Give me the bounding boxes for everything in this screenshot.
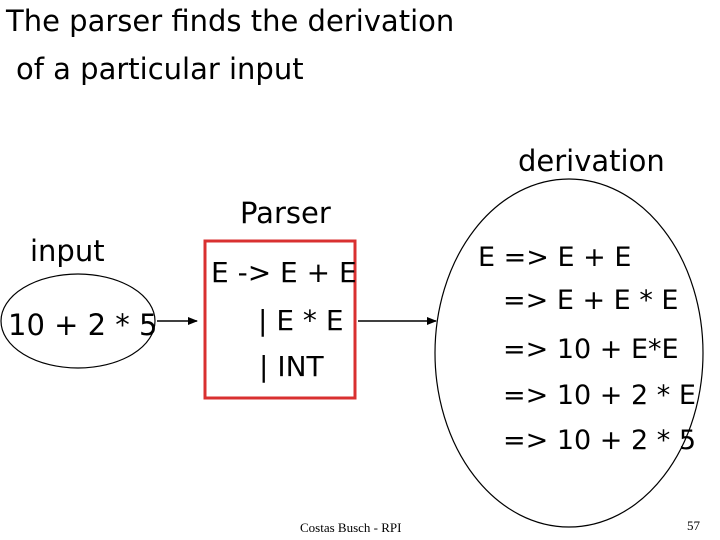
derivation-step-2: => E + E * E: [503, 285, 679, 316]
page-number: 57: [687, 518, 700, 533]
derivation-step-5: => 10 + 2 * 5: [503, 425, 696, 456]
derivation-step-1: E => E + E: [478, 242, 632, 273]
derivation-ellipse: [434, 178, 704, 528]
grammar-rule-3: | INT: [259, 350, 324, 383]
grammar-rule-1: E -> E + E: [211, 256, 357, 289]
input-expression: 10 + 2 * 5: [8, 308, 158, 342]
derivation-label: derivation: [518, 144, 665, 178]
slide-title-line-1: The parser finds the derivation: [6, 4, 455, 38]
input-label: input: [30, 234, 105, 268]
derivation-step-4: => 10 + 2 * E: [503, 380, 696, 411]
derivation-step-3: => 10 + E*E: [503, 334, 679, 365]
input-ellipse: [0, 273, 156, 369]
footer-author: Costas Busch - RPI: [300, 520, 402, 535]
slide-title-line-2: of a particular input: [16, 52, 304, 86]
parser-label: Parser: [240, 196, 331, 230]
parser-box: [203, 239, 357, 400]
grammar-rule-2: | E * E: [258, 304, 344, 337]
